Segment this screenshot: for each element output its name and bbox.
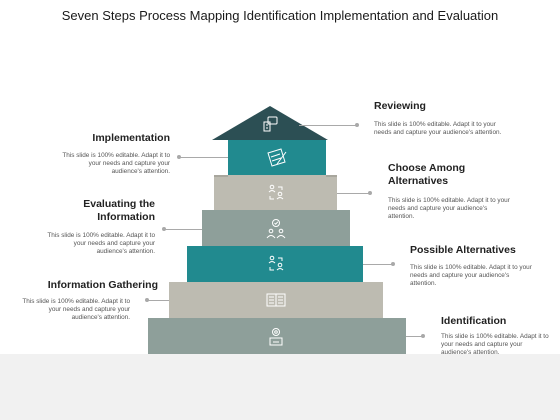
step-desc-reviewing: This slide is 100% editable. Adapt it to… (374, 121, 502, 137)
step-label-identification: Identification (441, 315, 507, 327)
connector-line (179, 157, 228, 158)
tier-evaluating (202, 210, 350, 246)
connector-line (147, 300, 169, 301)
connector-line (164, 229, 202, 230)
connector-line (363, 264, 393, 265)
tier-implementation (228, 140, 326, 175)
step-label-information-gathering: Information Gathering (47, 279, 158, 291)
tier-choose-alternatives (214, 175, 337, 210)
step-label-possible-alternatives: Possible Alternatives (410, 244, 516, 256)
id-badge-icon (269, 328, 283, 346)
pencil-document-icon (267, 148, 287, 167)
connector-dot (355, 123, 359, 127)
step-edge (326, 175, 337, 177)
people-choice-icon (268, 255, 284, 271)
step-desc-identification: This slide is 100% editable. Adapt it to… (441, 333, 549, 357)
step-label-implementation: Implementation (92, 132, 170, 144)
page-title: Seven Steps Process Mapping Identificati… (61, 8, 499, 23)
connector-dot (368, 191, 372, 195)
footer-band (0, 354, 560, 420)
tier-identification (148, 318, 406, 354)
people-choice-icon (268, 184, 284, 200)
connector-line (299, 125, 357, 126)
step-label-evaluating: Evaluating the Information (83, 198, 155, 223)
team-check-icon (266, 219, 286, 239)
step-desc-evaluating: This slide is 100% editable. Adapt it to… (47, 232, 155, 256)
tier-possible-alternatives (187, 246, 363, 282)
connector-dot (421, 334, 425, 338)
connector-line (406, 336, 423, 337)
connector-line (337, 193, 370, 194)
step-desc-possible-alternatives: This slide is 100% editable. Adapt it to… (410, 264, 532, 288)
message-board-icon (263, 116, 278, 132)
step-label-reviewing: Reviewing (374, 100, 426, 112)
connector-dot (391, 262, 395, 266)
step-desc-information-gathering: This slide is 100% editable. Adapt it to… (22, 298, 130, 322)
step-desc-implementation: This slide is 100% editable. Adapt it to… (62, 152, 170, 176)
step-desc-choose-alternatives: This slide is 100% editable. Adapt it to… (388, 197, 510, 221)
open-book-icon (266, 293, 286, 307)
step-label-choose-alternatives: Choose Among Alternatives (388, 162, 466, 187)
step-edge (214, 175, 228, 177)
